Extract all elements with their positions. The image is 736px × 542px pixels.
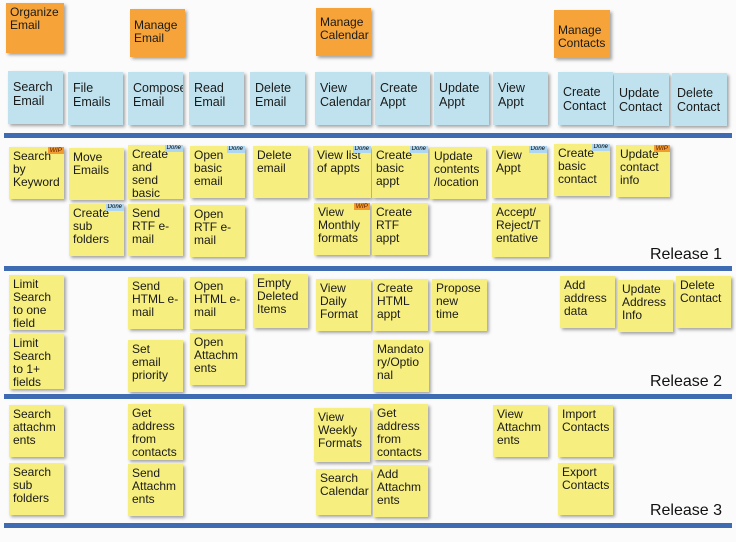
done-tag: Done [352,146,371,153]
story-note: Propose new time [432,279,487,331]
story-note: Update contents /location [430,147,486,199]
story-note: View Weekly Formats [314,408,370,462]
release-label: Release 2 [649,373,722,390]
task-note: Update Appt [434,72,489,125]
done-tag: Done [591,144,610,151]
task-note: Compose Email [128,72,183,125]
story-note: View Daily Format [316,279,371,331]
story-note: Empty Deleted Items [253,274,308,328]
release-divider [4,523,732,528]
story-note: Export Contacts [558,463,613,515]
story-note: Mandato ry/Optio nal [373,340,429,392]
story-note: Search Calendar [316,469,371,515]
backbone-divider [4,133,732,138]
wip-tag: WIP [353,203,370,210]
done-tag: Done [528,146,547,153]
story-note: Send HTML e-mail [128,277,183,329]
story-note: Limit Search to 1+ fields [9,334,64,389]
task-note: File Emails [68,72,123,125]
activity-note: Manage Email [130,9,185,57]
activity-note: Manage Calendar [316,8,371,56]
release-label: Release 3 [649,502,722,519]
task-note: Update Contact [614,73,669,126]
task-note: Create Contact [558,72,613,125]
story-note: Add Attachm ents [373,465,428,517]
story-note: Search attachm ents [9,405,64,457]
done-tag: Done [105,204,124,211]
story-note: Get address from contacts [128,404,183,460]
story-note: View Attachm ents [493,405,548,457]
story-note: Add address data [560,276,615,328]
story-note: Get address from contacts [373,404,428,460]
wip-tag: WIP [47,147,64,154]
story-note: Open RTF e-mail [190,205,245,257]
story-note: Send RTF e-mail [128,204,183,256]
story-note: Import Contacts [558,405,613,457]
release-divider [4,394,732,399]
story-note: Delete Contact [676,276,731,328]
story-note: Update Address Info [618,280,673,332]
task-note: Delete Email [250,72,305,125]
activity-note: Manage Contacts [554,10,610,58]
wip-tag: WIP [653,145,670,152]
done-tag: Done [226,146,245,153]
task-note: Search Email [8,71,63,124]
story-note: Move Emails [69,148,124,200]
story-note: Open HTML e-mail [190,277,245,329]
story-note: Open Attachm ents [190,333,245,385]
story-note: Set email priority [128,340,183,392]
task-note: Create Appt [375,72,430,125]
story-note: Send Attachm ents [128,464,183,516]
task-note: Read Email [189,72,244,125]
task-note: View Calendar [315,72,371,125]
release-label: Release 1 [649,246,722,263]
done-tag: Done [164,145,183,152]
story-note: Limit Search to one field [9,275,64,330]
story-note: Delete email [253,146,308,198]
story-note: Create HTML appt [373,279,428,331]
release-divider [4,266,732,271]
activity-note: Organize Email [6,3,64,53]
task-note: Delete Contact [672,73,727,126]
story-note: Accept/ Reject/T entative [492,203,549,257]
story-note: Create RTF appt [372,203,428,255]
task-note: View Appt [493,72,548,125]
done-tag: Done [409,146,428,153]
story-note: Search sub folders [9,463,64,515]
